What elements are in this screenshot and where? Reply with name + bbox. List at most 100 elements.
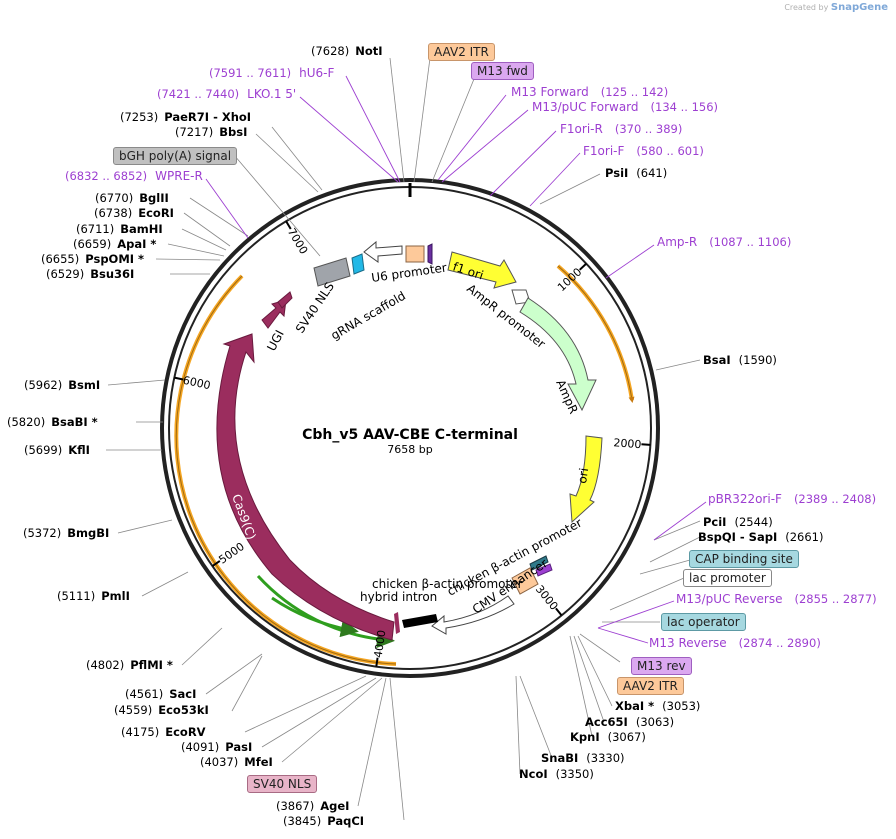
enzyme-site-ecorv[interactable]: (4175)EcoRV [121, 725, 206, 739]
enzyme-site-agei[interactable]: (3867)AgeI [276, 799, 349, 813]
feature-box-lacop[interactable]: lac operator [661, 613, 746, 631]
primer-name: F1ori-F [583, 144, 625, 158]
primer-f1orir[interactable]: F1ori-R(370 .. 389) [560, 122, 682, 136]
tick-label: 7000 [285, 226, 311, 257]
enzyme-site-bsai[interactable]: BsaI(1590) [703, 353, 777, 367]
feature-f1ori[interactable] [447, 251, 517, 289]
enzyme-coord: (4091) [181, 740, 220, 754]
enzyme-name: PmlI [101, 589, 130, 603]
feature-cba[interactable] [431, 595, 515, 635]
primer-wpre[interactable]: (6832 .. 6852) WPRE-R [65, 169, 203, 183]
enzyme-site-noti[interactable]: (7628)NotI [311, 44, 383, 58]
enzyme-site-pflmi[interactable]: (4802)PflMI * [86, 658, 173, 672]
primer-pbr[interactable]: pBR322ori-F(2389 .. 2408) [708, 492, 876, 506]
feature-box-sv40nls-box[interactable]: SV40 NLS [247, 775, 318, 793]
tick-label: 6000 [182, 374, 212, 393]
primer-coord: (125 .. 142) [600, 85, 669, 99]
feature-box-aav2itr-bot[interactable]: AAV2 ITR [617, 677, 684, 695]
label-chicken: chicken β-actin promoter [372, 577, 523, 591]
enzyme-site-psii[interactable]: PsiI(641) [605, 166, 667, 180]
tick-label: 4000 [372, 629, 389, 659]
feature-box-aav2itr-top[interactable]: AAV2 ITR [428, 43, 495, 61]
enzyme-site-bsmi[interactable]: (5962)BsmI [24, 378, 100, 392]
primer-lko[interactable]: (7421 .. 7440)LKO.1 5' [157, 87, 296, 101]
enzyme-name: PaeR7I - XhoI [164, 110, 252, 124]
primer-m13puc[interactable]: M13/pUC Forward(134 .. 156) [532, 100, 718, 114]
feature-ugi[interactable] [261, 299, 287, 329]
enzyme-site-saci[interactable]: (4561)SacI [125, 687, 196, 701]
enzyme-name: PciI [703, 515, 727, 529]
feature-ori[interactable] [569, 435, 603, 524]
primer-name: M13 Reverse [649, 636, 727, 650]
enzyme-coord: (3867) [276, 799, 315, 813]
primer-f1orif[interactable]: F1ori-F(580 .. 601) [583, 144, 704, 158]
feature-u6[interactable] [363, 240, 403, 263]
enzyme-site-bbsi[interactable]: (7217)BbsI [175, 125, 247, 139]
primer-m13rev[interactable]: M13 Reverse (2874 .. 2890) [649, 636, 821, 650]
feature-box-bgh[interactable]: bGH poly(A) signal [113, 147, 238, 165]
feature-cas9c[interactable] [216, 333, 395, 641]
feature-box-lacprom[interactable]: lac promoter [683, 569, 772, 587]
primer-name: pBR322ori-F [708, 492, 782, 506]
enzyme-site-kpni[interactable]: KpnI(3067) [570, 730, 646, 744]
enzyme-site-paer7i[interactable]: (7253)PaeR7I - XhoI [120, 110, 251, 124]
enzyme-coord: (4802) [86, 658, 125, 672]
primer-m13pucrev[interactable]: M13/pUC Reverse(2855 .. 2877) [676, 592, 877, 606]
enzyme-site-bamhi[interactable]: (6711)BamHI [76, 222, 163, 236]
primer-lines [205, 75, 707, 644]
enzyme-coord: (6659) [73, 237, 112, 251]
primer-coord: (1087 .. 1106) [709, 235, 792, 249]
primer-arc-right-inner [557, 265, 635, 403]
enzyme-site-eco53ki[interactable]: (4559)Eco53kI [114, 703, 209, 717]
feature-box-m13revbox[interactable]: M13 rev [631, 657, 692, 675]
enzyme-site-bspqi[interactable]: BspQI - SapI(2661) [698, 530, 823, 544]
enzyme-name: SnaBI [541, 751, 579, 765]
feature-box-m13fwd[interactable]: M13 fwd [471, 62, 534, 80]
enzyme-site-acc65i[interactable]: Acc65I(3063) [585, 715, 674, 729]
primer-name: F1ori-R [560, 122, 603, 136]
enzyme-site-mfei[interactable]: (4037)MfeI [200, 755, 273, 769]
enzyme-site-bmgbi[interactable]: (5372)BmgBI [23, 526, 109, 540]
primer-name: hU6-F [299, 66, 335, 80]
primer-hu6f[interactable]: (7591 .. 7611)hU6-F [209, 66, 334, 80]
enzyme-site-pspomi[interactable]: (6655)PspOMI * [41, 252, 144, 266]
feature-bgh-block[interactable] [313, 257, 351, 287]
enzyme-coord: (5962) [24, 378, 63, 392]
primer-coord: (2874 .. 2890) [738, 636, 821, 650]
enzyme-name: SacI [169, 687, 197, 701]
label-ori: ori [575, 467, 591, 484]
brand-name: SnapGene [830, 2, 888, 13]
enzyme-site-bsabi[interactable]: (5820)BsaBI * [7, 415, 98, 429]
enzyme-site-ecori[interactable]: (6738)EcoRI [94, 206, 174, 220]
enzyme-name: Eco53kI [158, 703, 209, 717]
primer-m13f[interactable]: M13 Forward(125 .. 142) [511, 85, 668, 99]
label-grna: gRNA scaffold [329, 289, 409, 343]
feature-ampr[interactable] [519, 297, 597, 412]
enzyme-site-bglii[interactable]: (6770)BglII [95, 191, 169, 205]
primer-ampr[interactable]: Amp-R(1087 .. 1106) [657, 235, 791, 249]
feature-aav-top-block[interactable] [405, 243, 433, 265]
enzyme-site-paqci[interactable]: (3845)PaqCI [283, 814, 364, 828]
enzyme-site-apai[interactable]: (6659)ApaI * [73, 237, 156, 251]
enzyme-name: Bsu36I [90, 267, 135, 281]
enzyme-site-pcii[interactable]: PciI(2544) [703, 515, 773, 529]
primer-coord: (6832 .. 6852) [65, 169, 148, 183]
enzyme-site-snabi[interactable]: SnaBI(3330) [541, 751, 625, 765]
primer-name: WPRE-R [155, 169, 203, 183]
feature-box-cap[interactable]: CAP binding site [689, 550, 799, 568]
enzyme-site-kfli[interactable]: (5699)KflI [24, 443, 90, 457]
tick-mark [579, 262, 587, 271]
feature-grna[interactable] [351, 253, 365, 275]
enzyme-site-pmli[interactable]: (5111)PmlI [57, 589, 130, 603]
enzyme-site-xbai[interactable]: XbaI *(3053) [615, 699, 700, 713]
enzyme-name: MfeI [244, 755, 273, 769]
feature-sv40nls[interactable] [277, 291, 293, 309]
enzyme-site-ncoi[interactable]: NcoI(3350) [519, 767, 594, 781]
feature-intron[interactable] [394, 612, 438, 634]
feature-cmv[interactable] [511, 555, 553, 595]
enzyme-site-pasi[interactable]: (4091)PasI [181, 740, 252, 754]
label-sv40nls-inline: SV40 NLS [293, 280, 337, 336]
snapgene-brand: Created by SnapGene [784, 2, 888, 13]
enzyme-site-bsu36i[interactable]: (6529)Bsu36I [46, 267, 134, 281]
enzyme-coord: (5820) [7, 415, 46, 429]
